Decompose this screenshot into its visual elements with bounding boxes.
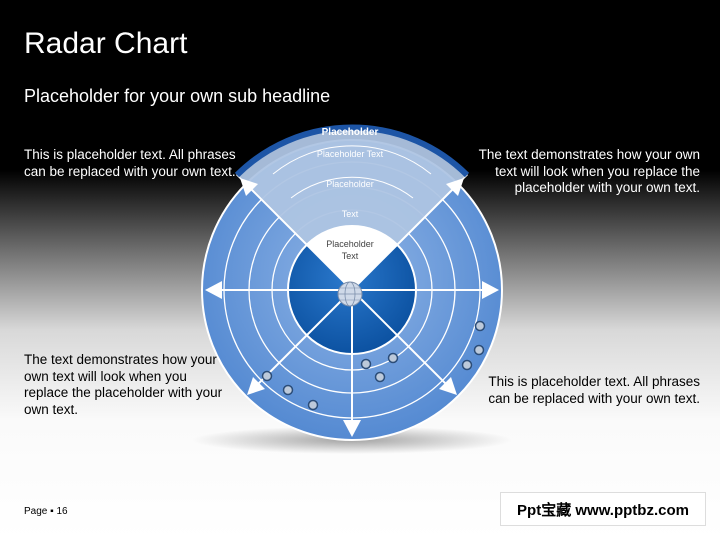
data-point: [474, 320, 486, 332]
text-block-bottom-right: This is placeholder text. All phrases ca…: [488, 374, 700, 406]
ring-label-1: Placeholder Text: [316, 149, 384, 159]
sector-tab-band: [234, 124, 470, 178]
sector-arc-2: [290, 176, 414, 199]
arrow-up-right: [446, 178, 464, 196]
page-subtitle: Placeholder for your own sub headline: [24, 86, 331, 106]
text-block-top-left: This is placeholder text. All phrases ca…: [24, 147, 236, 179]
page-title: Radar Chart: [24, 27, 188, 60]
ring-label-4: Placeholder Text: [326, 239, 374, 261]
text-block-top-right: The text demonstrates how your own text …: [478, 147, 700, 195]
arrow-left: [205, 281, 222, 299]
data-point: [282, 384, 294, 396]
arrow-down-left: [247, 377, 265, 395]
data-point: [374, 371, 386, 383]
data-point: [473, 344, 485, 356]
data-point: [461, 359, 473, 371]
ring-label-3: Text: [341, 209, 359, 219]
data-point: [387, 352, 399, 364]
globe-icon: [337, 281, 363, 307]
sector-arc-1: [272, 145, 432, 175]
inner-sector: [307, 226, 397, 290]
data-point: [307, 399, 319, 411]
arrow-up-left: [240, 178, 258, 196]
spoke-arrowheads: [205, 178, 499, 437]
brand-logo-text[interactable]: Ppt宝藏 www.pptbz.com: [500, 492, 706, 526]
arrow-down: [343, 420, 361, 437]
radar-data-points: [261, 320, 486, 411]
data-point: [261, 370, 273, 382]
arrow-right: [482, 281, 499, 299]
page-number: Page ▪ 16: [24, 506, 68, 517]
sector-tab-label: Placeholder: [321, 127, 379, 138]
radar-spokes: [217, 186, 487, 425]
ring-label-2: Placeholder: [326, 179, 374, 189]
data-point: [360, 358, 372, 370]
arrow-down-right: [439, 377, 457, 395]
text-block-bottom-left: The text demonstrates how your own text …: [24, 352, 223, 417]
